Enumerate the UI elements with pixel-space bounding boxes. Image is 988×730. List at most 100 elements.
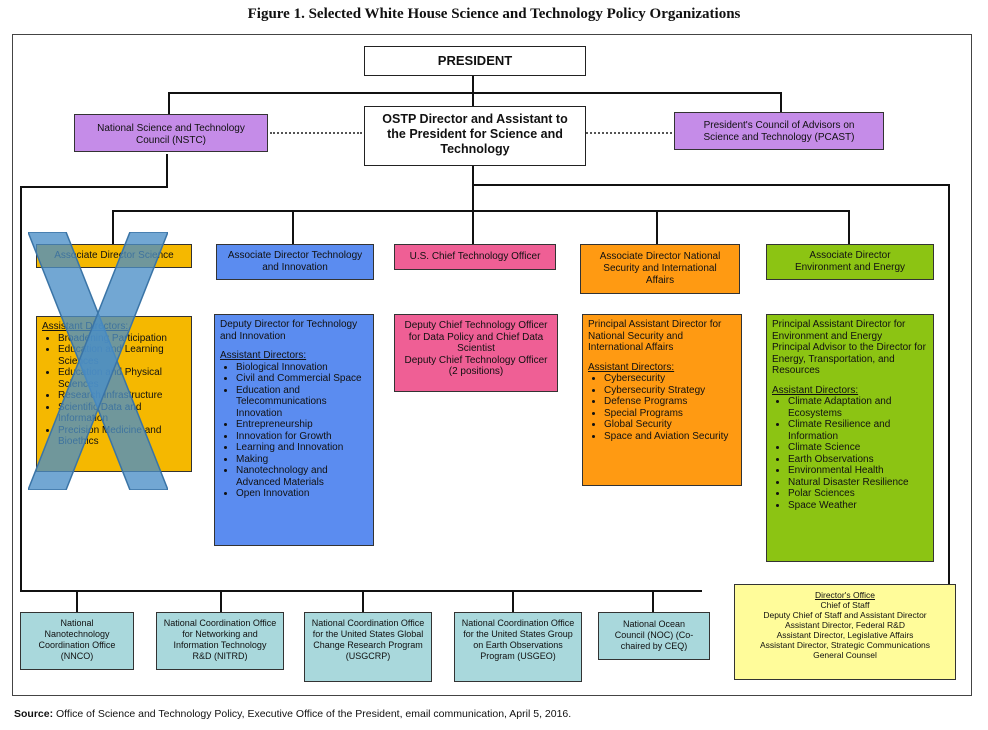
connector	[166, 154, 168, 186]
list-item: Global Security	[604, 419, 736, 431]
directors-office-line: Assistant Director, Federal R&D	[785, 620, 905, 630]
connector	[512, 590, 514, 612]
env-principal-1: Principal Assistant Director for Environ…	[772, 319, 906, 342]
tech-assistant-heading: Assistant Directors:	[220, 350, 307, 361]
list-item: Entrepreneurship	[236, 419, 368, 431]
connector	[652, 590, 654, 612]
env-assistant-heading: Assistant Directors:	[772, 384, 859, 396]
connector	[848, 210, 850, 244]
nsia-assistant-heading: Assistant Directors:	[588, 361, 675, 373]
list-item: Civil and Commercial Space	[236, 373, 368, 385]
connector	[472, 76, 474, 106]
list-item: Cybersecurity	[604, 373, 736, 385]
connector	[112, 210, 114, 244]
x-mark-icon	[28, 232, 168, 490]
connector	[220, 590, 222, 612]
environment-detail: Principal Assistant Director for Environ…	[766, 314, 934, 562]
associate-director-technology-label: Associate Director Technology and Innova…	[227, 250, 363, 273]
source-note: Source: Office of Science and Technology…	[14, 708, 571, 720]
figure-title: Figure 1. Selected White House Science a…	[247, 6, 741, 22]
ostp-box: OSTP Director and Assistant to the Presi…	[364, 106, 586, 166]
associate-director-nsia-label: Associate Director National Security and…	[599, 251, 721, 286]
pcast-label: President's Council of Advisors on Scien…	[703, 120, 855, 143]
office-nitrd: National Coordination Office for Network…	[156, 612, 284, 670]
chief-technology-officer-label: U.S. Chief Technology Officer	[409, 251, 541, 262]
associate-director-science-label: Associate Director Science	[54, 250, 174, 261]
connector	[292, 210, 294, 244]
connector	[472, 194, 474, 244]
technology-detail: Deputy Director for Technology and Innov…	[214, 314, 374, 546]
list-item: Environmental Health	[788, 465, 928, 477]
associate-director-nsia: Associate Director National Security and…	[580, 244, 740, 294]
connector	[20, 590, 702, 592]
connector	[76, 590, 78, 612]
directors-office-line: Deputy Chief of Staff and Assistant Dire…	[763, 610, 927, 620]
list-item: Climate Adaptation and Ecosystems	[788, 396, 928, 419]
list-item: Education and Telecommunications Innovat…	[236, 385, 368, 420]
office-noc-label: National Ocean Council (NOC) (Co-chaired…	[614, 619, 694, 651]
directors-office-line: Chief of Staff	[820, 600, 870, 610]
office-nnco-label: National Nanotechnology Coordination Off…	[38, 618, 116, 661]
nstc-box: National Science and Technology Council …	[74, 114, 268, 152]
source-text: Office of Science and Technology Policy,…	[53, 708, 572, 720]
nsia-detail: Principal Assistant Director for Nationa…	[582, 314, 742, 486]
source-label: Source:	[14, 708, 54, 720]
connector	[780, 92, 782, 112]
directors-office-line: Assistant Director, Strategic Communicat…	[759, 640, 931, 650]
associate-director-environment-label: Associate Director Environment and Energ…	[794, 250, 906, 273]
cto-deputy-2: Deputy Chief Technology Officer (2 posit…	[404, 354, 548, 378]
connector	[20, 186, 22, 592]
directors-office-line: General Counsel	[813, 650, 877, 660]
list-item: Special Programs	[604, 408, 736, 420]
list-item: Natural Disaster Resilience	[788, 477, 928, 489]
connector	[168, 92, 170, 114]
office-noc: National Ocean Council (NOC) (Co-chaired…	[598, 612, 710, 660]
office-nitrd-label: National Coordination Office for Network…	[163, 618, 277, 661]
ostp-label: OSTP Director and Assistant to the Presi…	[382, 112, 568, 156]
connector	[362, 590, 364, 612]
connector	[168, 92, 780, 94]
office-nnco: National Nanotechnology Coordination Off…	[20, 612, 134, 670]
directors-office-heading: Director's Office	[814, 590, 876, 600]
office-usgcrp: National Coordination Office for the Uni…	[304, 612, 432, 682]
connector	[948, 184, 950, 584]
list-item: Polar Sciences	[788, 488, 928, 500]
chart-frame	[12, 34, 972, 696]
connector	[472, 184, 950, 186]
env-principal-2: Principal Advisor to the Director for En…	[772, 342, 926, 376]
associate-director-environment: Associate Director Environment and Energ…	[766, 244, 934, 280]
list-item: Learning and Innovation	[236, 442, 368, 454]
directors-office-line: Assistant Director, Legislative Affairs	[776, 630, 914, 640]
list-item: Cybersecurity Strategy	[604, 385, 736, 397]
dotted-connector	[270, 132, 362, 134]
directors-office: Director's Office Chief of Staff Deputy …	[734, 584, 956, 680]
dotted-connector	[586, 132, 672, 134]
cto-deputy-1: Deputy Chief Technology Officer for Data…	[404, 320, 548, 354]
list-item: Climate Resilience and Information	[788, 419, 928, 442]
list-item: Climate Science	[788, 442, 928, 454]
president-box: PRESIDENT	[364, 46, 586, 76]
list-item: Biological Innovation	[236, 362, 368, 374]
list-item: Innovation for Growth	[236, 431, 368, 443]
list-item: Space Weather	[788, 500, 928, 512]
chief-technology-officer: U.S. Chief Technology Officer	[394, 244, 556, 270]
nsia-principal: Principal Assistant Director for Nationa…	[588, 319, 722, 353]
office-usgeo: National Coordination Office for the Uni…	[454, 612, 582, 682]
connector	[20, 186, 168, 188]
list-item: Space and Aviation Security	[604, 431, 736, 443]
connector	[656, 210, 658, 244]
connector	[472, 166, 474, 194]
pcast-box: President's Council of Advisors on Scien…	[674, 112, 884, 150]
office-usgcrp-label: National Coordination Office for the Uni…	[311, 618, 425, 661]
cto-detail: Deputy Chief Technology Officer for Data…	[394, 314, 558, 392]
nstc-label: National Science and Technology Council …	[97, 123, 245, 146]
president-label: PRESIDENT	[437, 53, 513, 68]
office-usgeo-label: National Coordination Office for the Uni…	[461, 618, 575, 661]
tech-deputy: Deputy Director for Technology and Innov…	[220, 319, 358, 342]
list-item: Nanotechnology and Advanced Materials	[236, 465, 368, 488]
associate-director-technology: Associate Director Technology and Innova…	[216, 244, 374, 280]
list-item: Making	[236, 454, 368, 466]
connector	[112, 210, 850, 212]
list-item: Defense Programs	[604, 396, 736, 408]
list-item: Earth Observations	[788, 454, 928, 466]
